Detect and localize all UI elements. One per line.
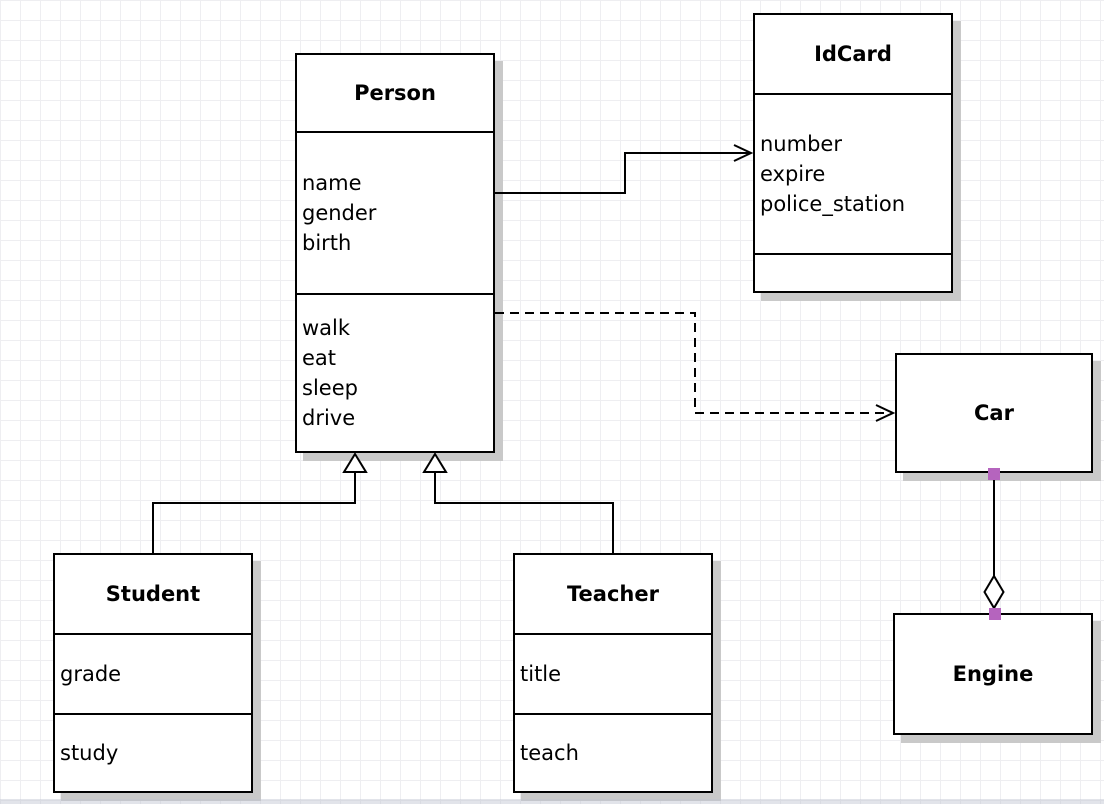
edge-dependency-person-car[interactable] bbox=[495, 312, 896, 422]
hollow-triangle-icon bbox=[422, 452, 448, 473]
class-member: eat bbox=[302, 346, 337, 370]
class-member: expire bbox=[760, 162, 826, 186]
class-box-idcard[interactable]: IdCard number expire police_station bbox=[753, 13, 953, 293]
person-attributes-compartment: name gender birth bbox=[297, 131, 493, 293]
open-arrowhead-icon bbox=[733, 144, 754, 162]
class-member: sleep bbox=[302, 376, 358, 400]
class-member: walk bbox=[302, 316, 351, 340]
class-member: teach bbox=[520, 741, 579, 765]
edge-aggregation-car-engine[interactable] bbox=[983, 468, 1005, 620]
class-title-person: Person bbox=[354, 81, 436, 105]
edge-association-person-idcard[interactable] bbox=[495, 144, 754, 194]
class-box-engine[interactable]: Engine bbox=[893, 613, 1093, 735]
class-member: grade bbox=[60, 662, 122, 686]
class-title-teacher: Teacher bbox=[567, 582, 659, 606]
edge-generalization-student-person[interactable] bbox=[152, 452, 368, 553]
hollow-triangle-icon bbox=[342, 452, 368, 473]
class-member: gender bbox=[302, 201, 377, 225]
class-member: title bbox=[520, 662, 562, 686]
class-member: drive bbox=[302, 406, 356, 430]
class-box-teacher[interactable]: Teacher title teach bbox=[513, 553, 713, 793]
class-title-engine: Engine bbox=[952, 662, 1034, 686]
class-title-idcard: IdCard bbox=[814, 42, 892, 66]
class-title-car: Car bbox=[974, 401, 1014, 425]
class-member: police_station bbox=[760, 192, 906, 216]
teacher-attributes-compartment: title bbox=[515, 633, 711, 713]
idcard-methods-compartment bbox=[755, 253, 951, 291]
class-box-car[interactable]: Car bbox=[895, 353, 1093, 473]
open-arrowhead-icon bbox=[875, 404, 896, 422]
teacher-methods-compartment: teach bbox=[515, 713, 711, 791]
class-member: number bbox=[760, 132, 842, 156]
edge-generalization-teacher-person[interactable] bbox=[422, 452, 614, 553]
class-member: name bbox=[302, 171, 362, 195]
class-member: study bbox=[60, 741, 119, 765]
class-member: birth bbox=[302, 231, 352, 255]
person-methods-compartment: walk eat sleep drive bbox=[297, 293, 493, 451]
canvas-bottom-edge bbox=[0, 799, 1104, 804]
class-title-student: Student bbox=[105, 582, 201, 606]
class-box-student[interactable]: Student grade study bbox=[53, 553, 253, 793]
idcard-attributes-compartment: number expire police_station bbox=[755, 93, 951, 253]
class-box-person[interactable]: Person name gender birth walk eat sleep … bbox=[295, 53, 495, 453]
hollow-diamond-icon bbox=[983, 574, 1005, 610]
student-methods-compartment: study bbox=[55, 713, 251, 791]
student-attributes-compartment: grade bbox=[55, 633, 251, 713]
